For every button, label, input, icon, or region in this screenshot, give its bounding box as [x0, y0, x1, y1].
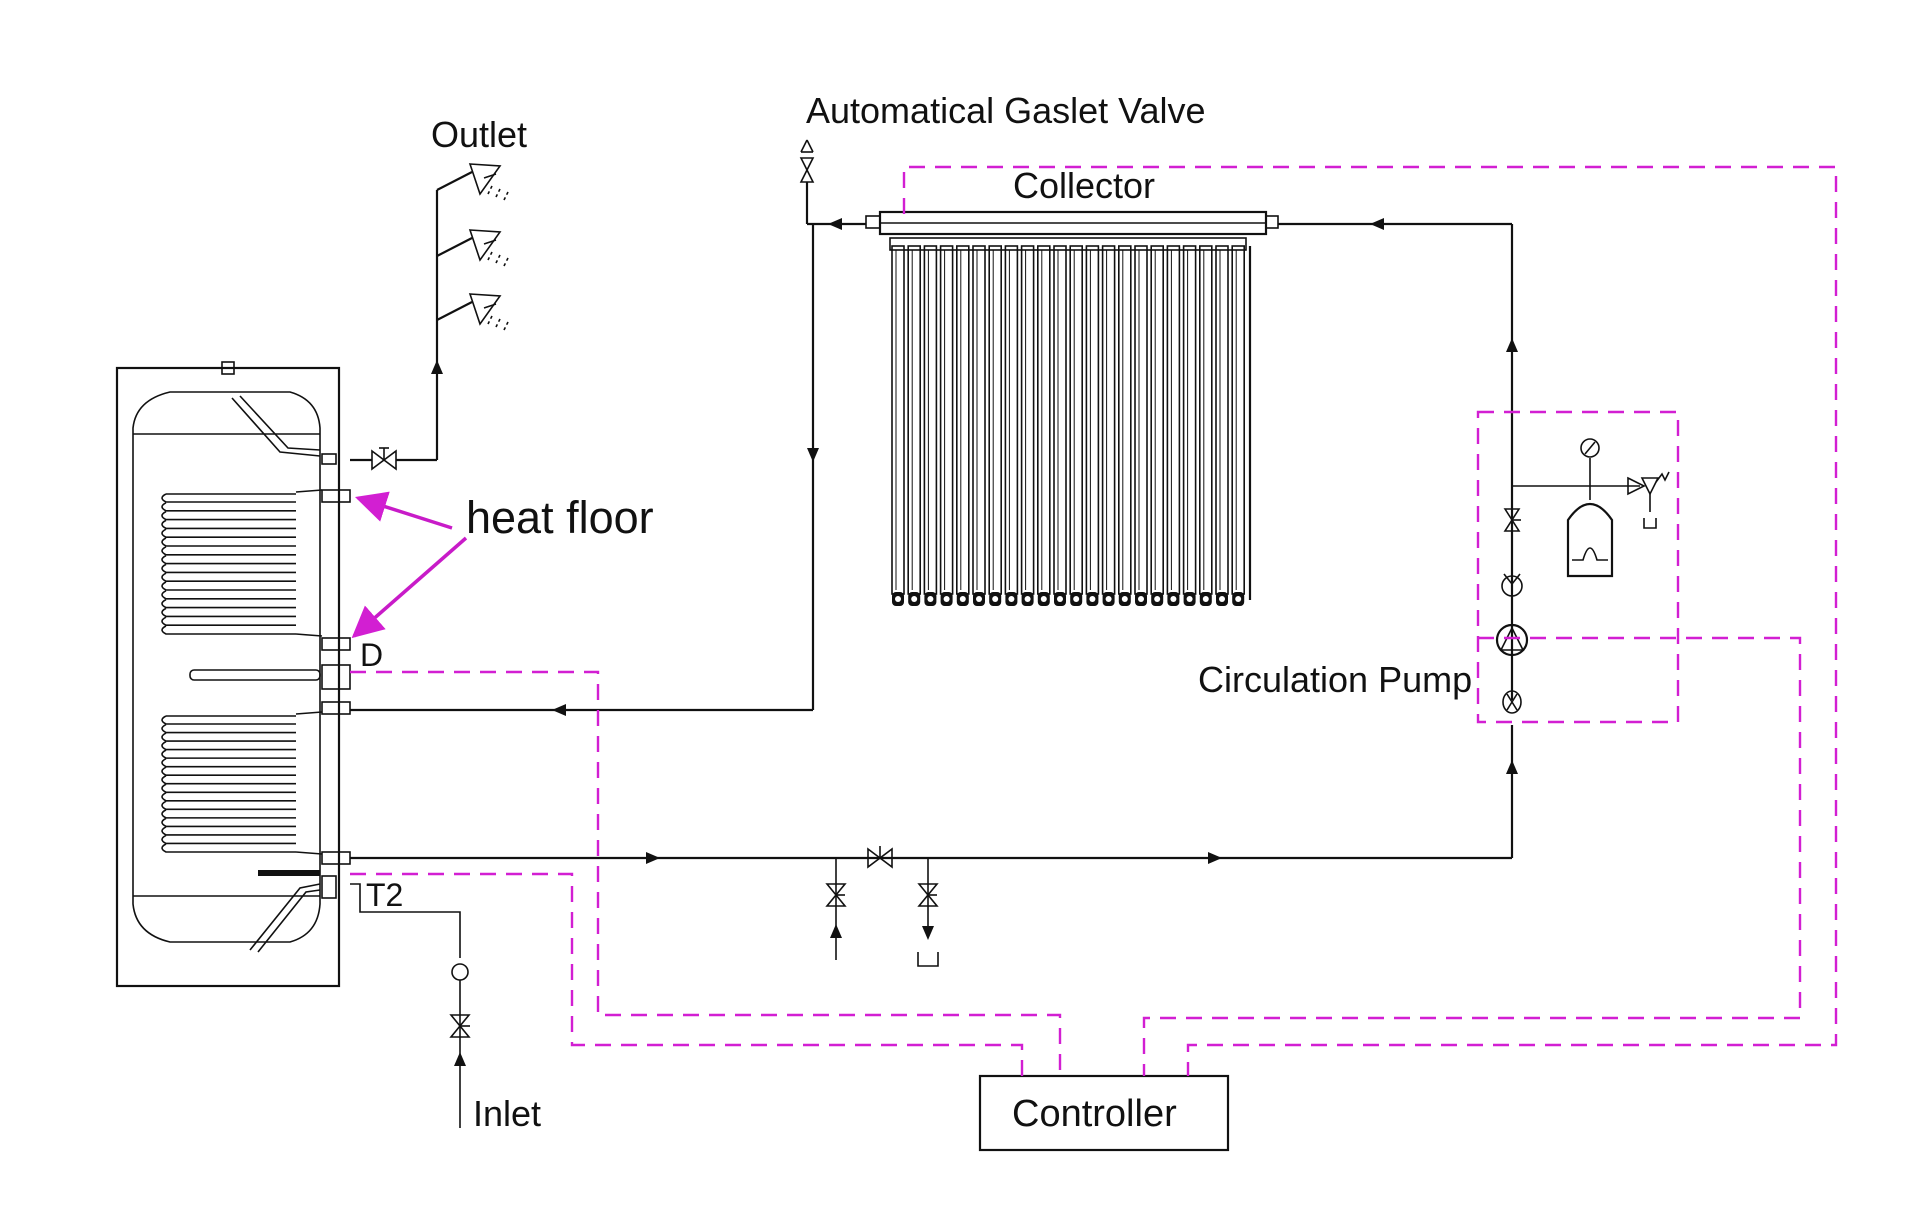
storage-tank: [115, 361, 351, 988]
outlet-label: Outlet: [431, 114, 527, 155]
tank-ports: [321, 453, 351, 899]
sensor-wiring: [350, 165, 1838, 1076]
electric-heater: [189, 669, 321, 681]
cold-dip-pipe: [249, 883, 321, 951]
vacuum-tube: [1053, 245, 1067, 606]
fill-drain-valves: [825, 846, 939, 967]
vacuum-tube: [1215, 245, 1229, 606]
tank-inner-vessel: [132, 391, 321, 943]
inlet-label: Inlet: [473, 1093, 541, 1134]
vacuum-tube: [1085, 245, 1100, 606]
controller-label: Controller: [1012, 1093, 1177, 1135]
lower-solar-coil: [161, 711, 323, 855]
heat-floor-label: heat floor: [466, 492, 654, 543]
vacuum-tube: [1150, 245, 1164, 606]
drain-valve: [917, 883, 939, 907]
pressure-gauge: [1580, 438, 1600, 458]
vacuum-tube: [1134, 245, 1148, 606]
fill-valve: [825, 883, 847, 907]
shower-head-1: [468, 163, 509, 201]
gas-valve-label: Automatical Gaslet Valve: [806, 90, 1206, 131]
shower-head-3: [468, 293, 509, 331]
inline-valve: [867, 846, 893, 869]
pump-station-outline: [1476, 410, 1680, 724]
vacuum-tube: [972, 245, 986, 606]
collector-sensor-wire: [902, 165, 1838, 1076]
solar-loop: [350, 218, 1518, 864]
vacuum-tube: [939, 245, 954, 606]
safety-valve: [1627, 471, 1670, 529]
pump-station: [1495, 438, 1670, 714]
pump-control-wire: [1142, 636, 1802, 1076]
vacuum-tube: [923, 245, 938, 606]
shower-heads: [468, 163, 509, 331]
expansion-tank: [1566, 438, 1614, 578]
upper-heat-coil: [161, 489, 323, 637]
controller-box: [978, 1074, 1230, 1152]
vacuum-tube: [1020, 245, 1035, 606]
flow-meter: [1502, 690, 1522, 714]
vacuum-tubes: [891, 245, 1245, 606]
vacuum-tube: [1118, 245, 1132, 606]
outlet-valve: [371, 447, 397, 471]
vacuum-tube: [1037, 245, 1051, 606]
vacuum-tube: [955, 245, 970, 606]
tank-top-port: [221, 361, 235, 375]
tank-sensor-d-wire: [350, 670, 1062, 1076]
bottom-sensor-bar: [258, 870, 320, 876]
collector-frame: [889, 237, 1247, 251]
automatic-gas-valve: [799, 139, 815, 224]
shower-head-2: [468, 229, 509, 267]
sensor-d-label: D: [360, 637, 383, 673]
vacuum-tube: [1101, 245, 1116, 606]
outlet-line: [350, 163, 509, 471]
heat-floor-arrow-lower: [351, 536, 468, 639]
station-valve: [1503, 508, 1521, 532]
check-valve: [1501, 573, 1523, 597]
vacuum-tube: [1069, 245, 1083, 606]
solar-collector: [865, 210, 1279, 606]
vacuum-tube: [891, 245, 905, 606]
vacuum-tube: [1199, 245, 1213, 606]
vacuum-tube: [988, 245, 1003, 606]
vacuum-tube: [1166, 245, 1181, 606]
inlet-valve: [449, 1014, 471, 1038]
vacuum-tube: [1004, 245, 1019, 606]
vacuum-tube: [1231, 245, 1245, 606]
drain-funnel: [917, 952, 939, 967]
hot-dip-pipe: [231, 397, 321, 457]
vacuum-tube: [1182, 245, 1197, 606]
collector-label: Collector: [1013, 165, 1155, 206]
heat-floor-arrows: [351, 491, 468, 639]
tank-sensor-t2-wire: [350, 872, 1024, 1076]
inlet-line: [350, 883, 471, 1128]
sensor-t2-label: T2: [366, 877, 403, 913]
heat-floor-arrow-upper: [354, 491, 453, 530]
tank-casing: [115, 366, 341, 988]
circulation-pump-label: Circulation Pump: [1198, 659, 1472, 700]
inlet-check-valve: [451, 963, 469, 981]
vacuum-tube: [907, 245, 922, 606]
